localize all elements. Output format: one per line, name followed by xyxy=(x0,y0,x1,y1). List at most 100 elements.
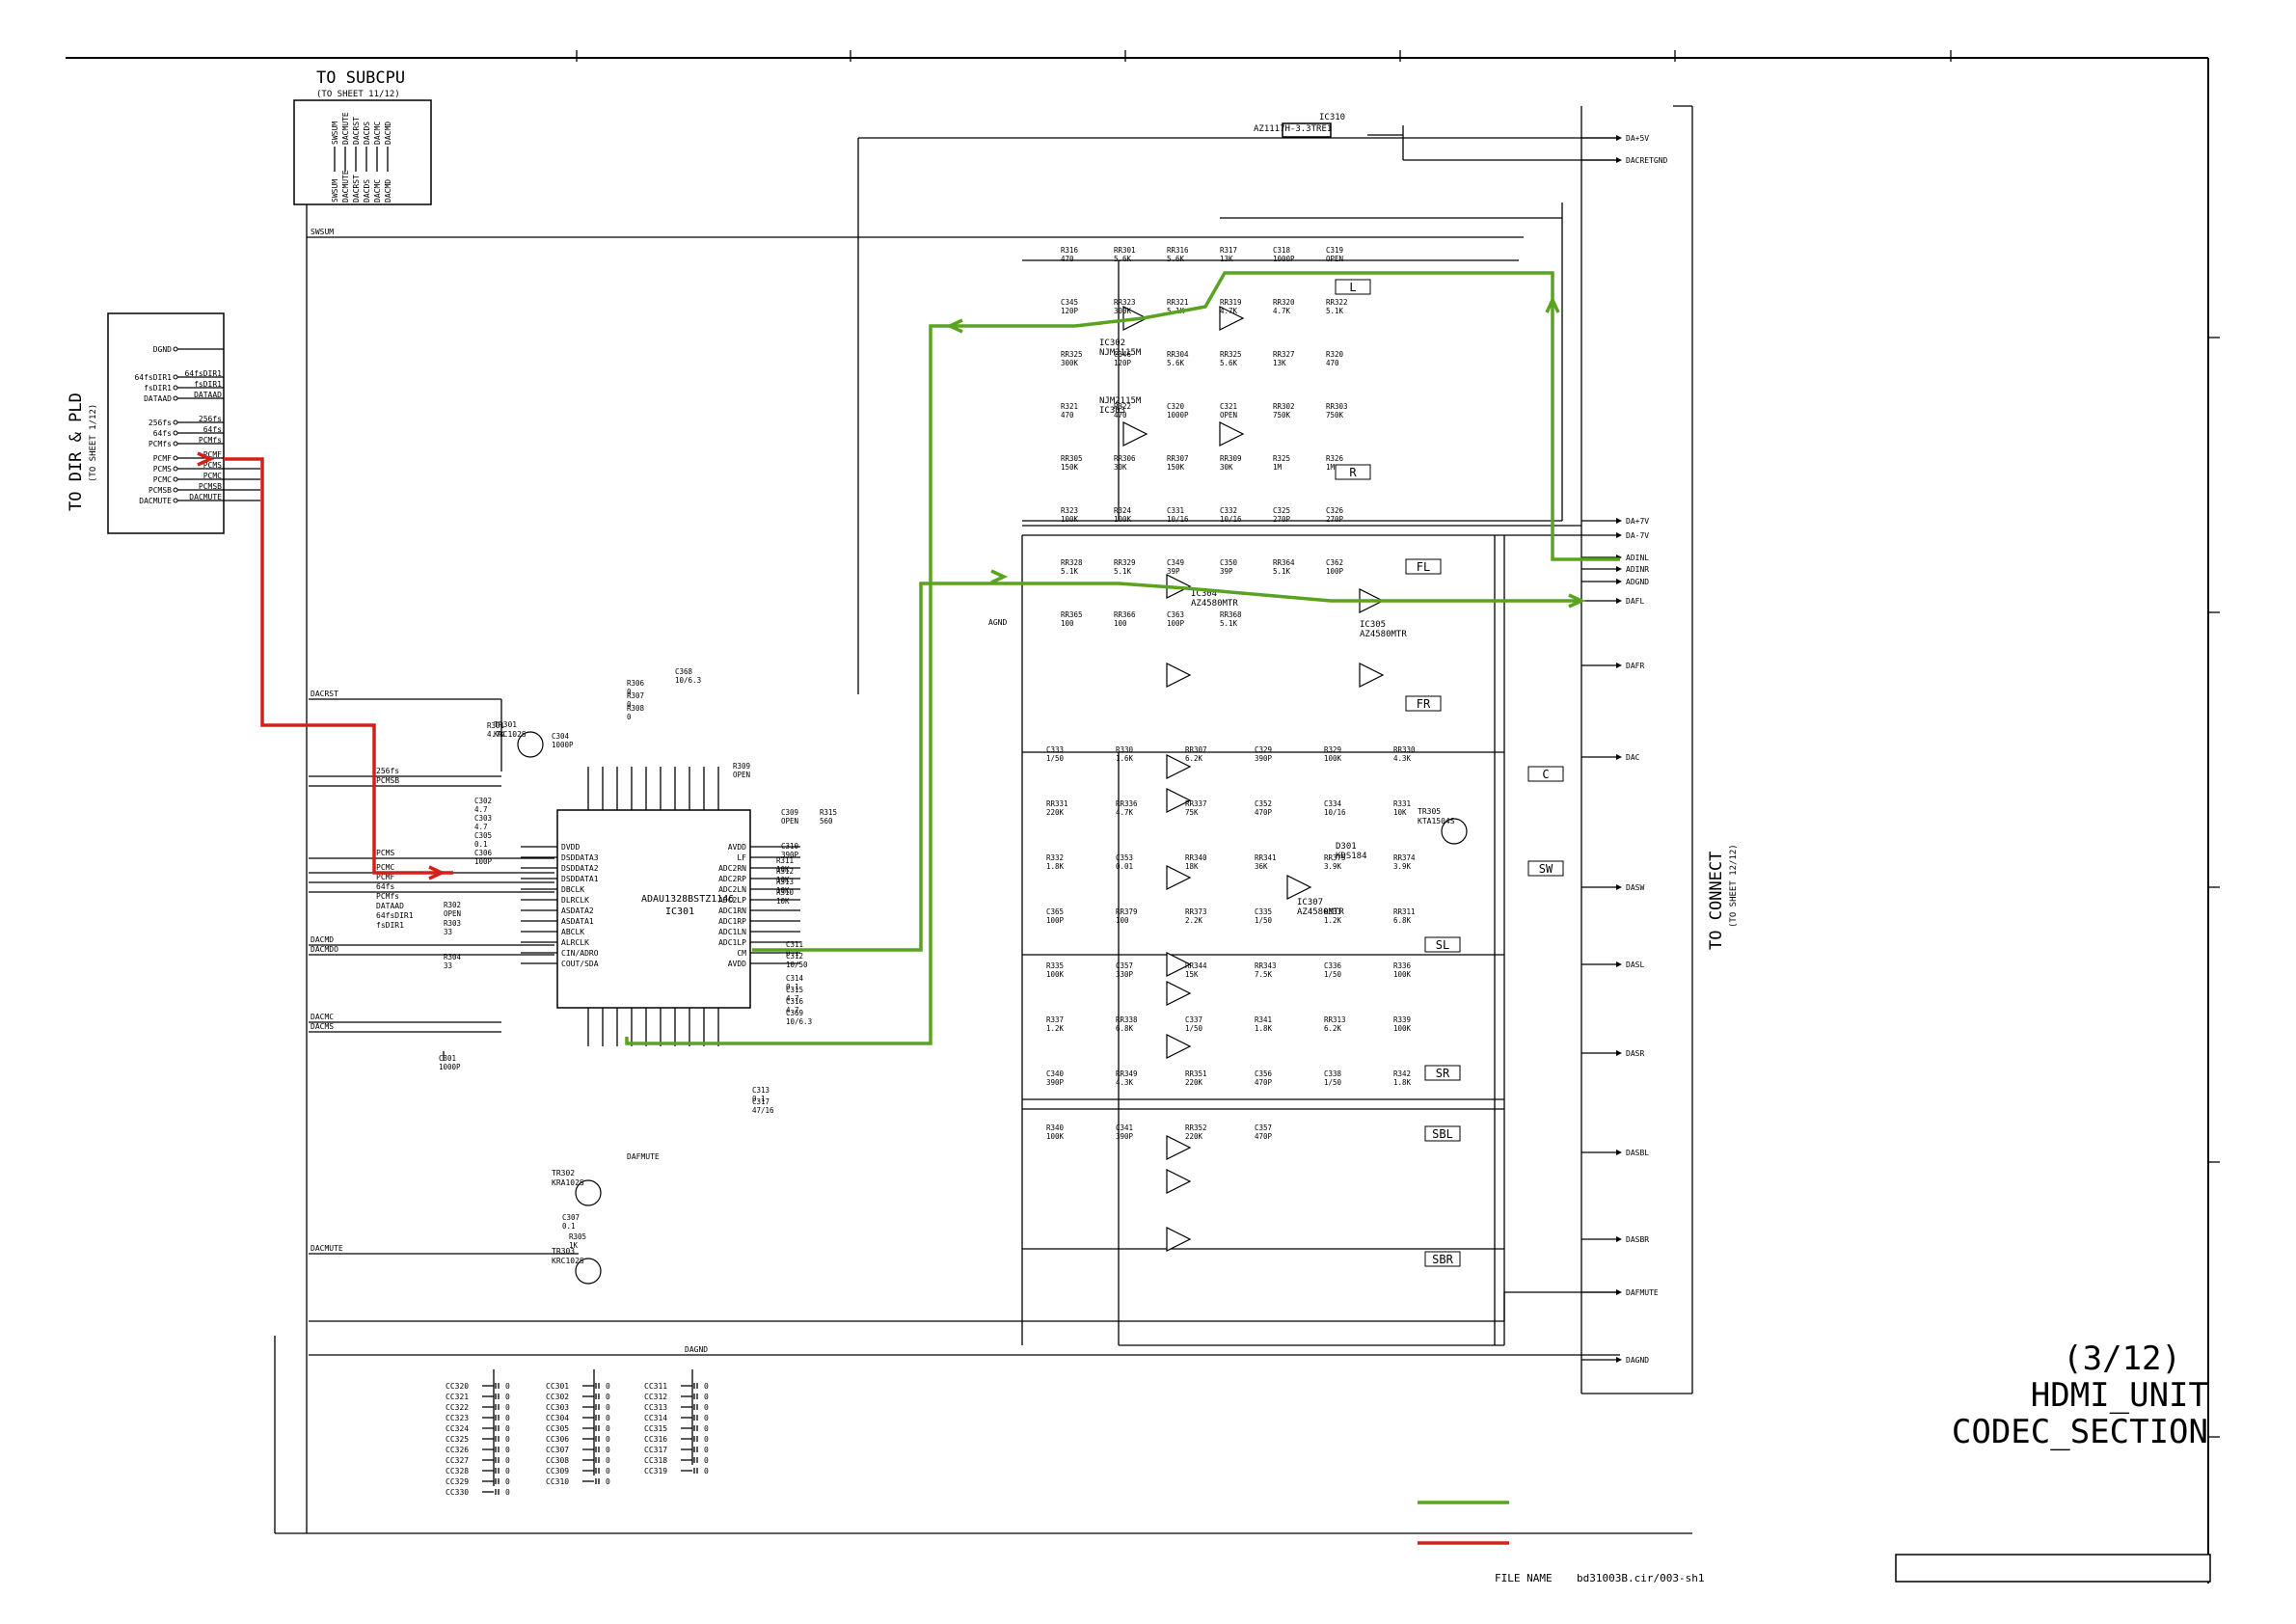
red-signal-path xyxy=(224,457,453,875)
cap-cc309: CC309 xyxy=(546,1467,569,1475)
parts_channels-ref-10: RR320 xyxy=(1273,298,1295,307)
parts_lower-val-21: 1/50 xyxy=(1255,916,1273,925)
parts_lower-val-37: 4.3K xyxy=(1116,1078,1134,1087)
dir-right-label-6: PCMF xyxy=(203,450,222,459)
parts_lower-ref-7: RR336 xyxy=(1116,799,1138,808)
d301-ref: D301 xyxy=(1336,842,1357,852)
parts_lower-ref-38: RR351 xyxy=(1185,1069,1207,1078)
parts_channels-val-42: 100 xyxy=(1061,619,1074,628)
parts_top-val-11: 10K xyxy=(776,897,790,906)
output-dacretgnd: DACRETGND xyxy=(1626,156,1668,165)
green-arrow-1 xyxy=(945,318,963,334)
ic301-left-pin-2: DSDDATA2 xyxy=(561,864,599,873)
ic301-right-pin-4: ADC2LN xyxy=(718,885,746,894)
dir-right-label-5: PCMfs xyxy=(199,436,222,445)
parts_lower-val-41: 1.8K xyxy=(1393,1078,1412,1087)
output-dasw: DASW xyxy=(1626,883,1644,892)
parts_channels-ref-27: RR309 xyxy=(1220,454,1242,463)
parts_lower-val-3: 390P xyxy=(1255,754,1273,763)
parts_lower-val-38: 220K xyxy=(1185,1078,1203,1087)
parts_left-ref-1: C303 xyxy=(474,814,492,823)
net-14: DACMC xyxy=(311,1013,334,1021)
cap-value-cc307: 0 xyxy=(606,1446,610,1454)
opamp-triangle-11 xyxy=(1286,875,1312,900)
ic301-right-pin-10: CM xyxy=(737,949,746,958)
parts_bottom-val-7: 47/16 xyxy=(752,1106,774,1115)
subcpu-pin-lower-2: DACRST xyxy=(352,175,361,203)
cap-cc317: CC317 xyxy=(644,1446,667,1454)
cap-cc322: CC322 xyxy=(446,1403,469,1412)
parts_channels-ref-16: RR327 xyxy=(1273,350,1295,359)
ic301-left-pin-4: DBCLK xyxy=(561,885,584,894)
parts_channels-val-6: 120P xyxy=(1061,307,1079,315)
parts_channels-ref-12: RR325 xyxy=(1061,350,1083,359)
parts_channels-val-43: 100 xyxy=(1114,619,1127,628)
output-dafl: DAFL xyxy=(1626,597,1644,606)
parts_lower-val-33: 1.8K xyxy=(1255,1024,1273,1033)
cap-value-cc320: 0 xyxy=(505,1382,510,1391)
parts_channels-val-12: 300K xyxy=(1061,359,1079,367)
cap-cc311: CC311 xyxy=(644,1382,667,1391)
parts_lower-val-8: 75K xyxy=(1185,808,1199,817)
parts_channels-val-25: 30K xyxy=(1114,463,1127,472)
ic301-left-pin-8: ABCLK xyxy=(561,928,584,936)
parts_lower-ref-30: R337 xyxy=(1046,1015,1064,1024)
parts_channels-ref-31: R324 xyxy=(1114,506,1132,515)
parts_lower-val-0: 1/50 xyxy=(1046,754,1065,763)
parts_lower-val-34: 6.2K xyxy=(1324,1024,1342,1033)
dir-pin-7: PCMF xyxy=(153,454,172,463)
net-7: 64fs xyxy=(376,882,394,891)
cap-cc325: CC325 xyxy=(446,1435,469,1444)
net-18: DAGND xyxy=(685,1345,708,1354)
dir-right-label-3: 256fs xyxy=(199,415,222,423)
parts_channels-val-17: 470 xyxy=(1326,359,1339,367)
parts_left-val-2: 0.1 xyxy=(474,840,488,849)
net-19: AGND xyxy=(988,618,1007,627)
cap-value-cc311: 0 xyxy=(704,1382,709,1391)
parts_left-val-7: 4.7K xyxy=(487,730,505,739)
parts_top-val-10: 10K xyxy=(776,886,790,895)
opamp-triangle-9 xyxy=(1166,788,1192,813)
opamp-triangle-8 xyxy=(1166,754,1192,779)
parts_left-val-6: 33 xyxy=(444,961,452,970)
dir-right-label-10: DACMUTE xyxy=(189,493,222,501)
net-1: DACRST xyxy=(311,690,338,698)
net-10: 64fsDIR1 xyxy=(376,911,414,920)
parts_lower-val-9: 470P xyxy=(1255,808,1273,817)
title-line-1: HDMI_UNIT xyxy=(2031,1376,2208,1415)
parts_bottom-ref-7: C317 xyxy=(752,1097,770,1106)
subcpu-pin-lower-3: DACDS xyxy=(363,179,371,203)
parts_channels-val-7: 300K xyxy=(1114,307,1132,315)
net-4: PCMS xyxy=(376,849,394,857)
parts_lower-ref-40: C338 xyxy=(1324,1069,1342,1078)
parts_lower-ref-14: RR340 xyxy=(1185,853,1207,862)
parts_lower-val-14: 18K xyxy=(1185,862,1199,871)
dir-pld-connector: TO DIR & PLD (TO SHEET 1/12) DGND64fsDIR… xyxy=(67,312,225,534)
parts_top-ref-0: R306 xyxy=(627,679,645,688)
cap-cc318: CC318 xyxy=(644,1456,667,1465)
ic301-left-pin-6: ASDATA2 xyxy=(561,907,594,915)
output-dasl: DASL xyxy=(1626,961,1644,969)
parts_lower-ref-20: RR373 xyxy=(1185,907,1207,916)
channel-label-fr: FR xyxy=(1417,697,1431,711)
cap-cc329: CC329 xyxy=(446,1477,469,1486)
cap-value-cc325: 0 xyxy=(505,1435,510,1444)
parts_lower-ref-0: C333 xyxy=(1046,745,1064,754)
dir-pin-3: DATAAD xyxy=(144,394,172,403)
parts_left-ref-5: R303 xyxy=(444,919,461,928)
cap-value-cc316: 0 xyxy=(704,1435,709,1444)
dir-pld-pin-labels: DGND64fsDIR1fsDIR1DATAAD256fs64fsPCMfsPC… xyxy=(134,345,224,505)
channel-label-sw: SW xyxy=(1539,862,1553,876)
cap-value-cc305: 0 xyxy=(606,1424,610,1433)
cap-cc301: CC301 xyxy=(546,1382,569,1391)
parts_left-val-10: 0.1 xyxy=(562,1222,576,1231)
parts_lower-val-11: 10K xyxy=(1393,808,1407,817)
ic301-left-pin-3: DSDDATA1 xyxy=(561,875,599,883)
cap-cc314: CC314 xyxy=(644,1414,667,1422)
parts_top-val-5: OPEN xyxy=(781,817,798,826)
cap-value-cc303: 0 xyxy=(606,1403,610,1412)
ic305-ref: IC305 xyxy=(1360,620,1386,630)
dir-pin-6: PCMfs xyxy=(149,440,172,448)
transistor-part-0: KRC102S xyxy=(494,730,527,739)
parts_lower-ref-45: C357 xyxy=(1255,1123,1272,1132)
